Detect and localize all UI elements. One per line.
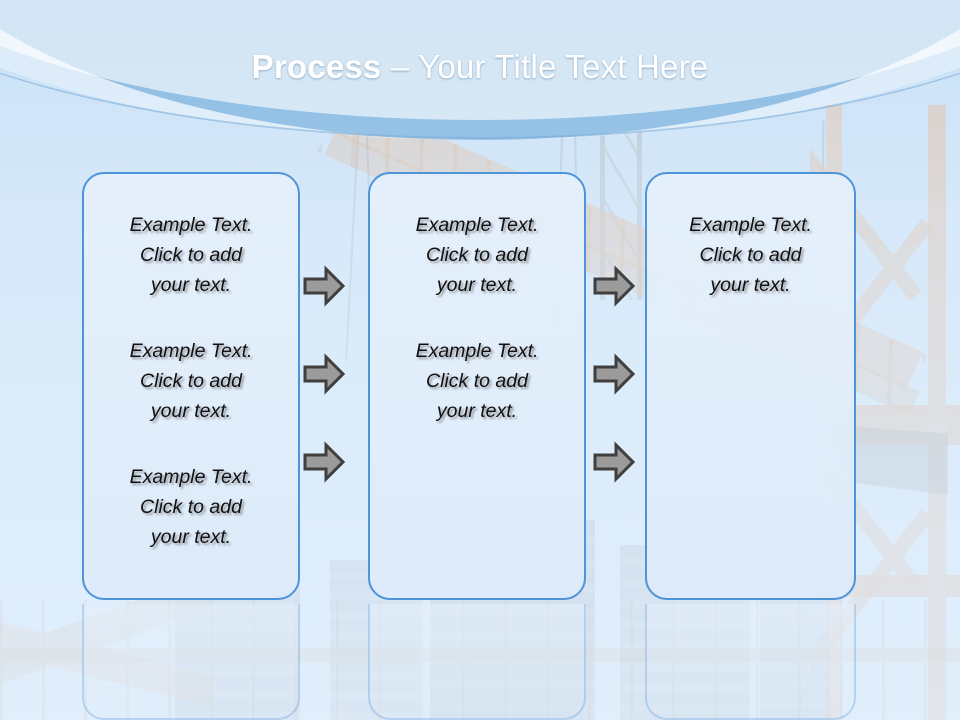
text-block[interactable]: Example Text. Click to add your text.	[647, 210, 854, 300]
text-line: Example Text.	[129, 466, 253, 488]
arrow-right-icon	[302, 440, 346, 484]
text-line: Example Text.	[129, 214, 253, 236]
text-line: your text.	[710, 274, 791, 296]
slide-title-strong: Process	[251, 48, 382, 85]
text-line: Click to add	[140, 370, 242, 392]
arrow-right-icon	[592, 440, 636, 484]
text-line: Example Text.	[129, 340, 253, 362]
process-box-reflection-2	[368, 604, 586, 720]
process-box-3[interactable]: Example Text. Click to add your text.	[645, 172, 856, 600]
text-line: Click to add	[140, 244, 242, 266]
header-swoosh-stroke	[0, 0, 960, 139]
text-line: Click to add	[426, 244, 528, 266]
process-box-2[interactable]: Example Text. Click to add your text. Ex…	[368, 172, 586, 600]
slide-title: Process – Your Title Text Here	[0, 46, 960, 88]
text-block[interactable]: Example Text. Click to add your text.	[84, 336, 298, 426]
arrow-right-icon	[302, 264, 346, 308]
arrow-right-icon	[592, 352, 636, 396]
text-block[interactable]: Example Text. Click to add your text.	[370, 210, 584, 300]
text-block[interactable]: Example Text. Click to add your text.	[370, 336, 584, 426]
text-line: Example Text.	[415, 340, 539, 362]
text-line: your text.	[150, 400, 232, 422]
slide-title-rest: – Your Title Text Here	[381, 48, 709, 85]
text-line: Example Text.	[689, 214, 812, 236]
text-block[interactable]: Example Text. Click to add your text.	[84, 210, 298, 300]
process-box-reflection-3	[645, 604, 856, 720]
arrow-right-icon	[592, 264, 636, 308]
text-line: Click to add	[699, 244, 802, 266]
text-line: your text.	[436, 400, 518, 422]
text-line: your text.	[436, 274, 518, 296]
arrow-right-icon	[302, 352, 346, 396]
text-line: your text.	[150, 526, 232, 548]
text-line: Click to add	[140, 496, 242, 518]
process-box-reflection-1	[82, 604, 300, 720]
process-box-1[interactable]: Example Text. Click to add your text. Ex…	[82, 172, 300, 600]
header-band	[0, 0, 960, 175]
text-block[interactable]: Example Text. Click to add your text.	[84, 462, 298, 552]
text-line: your text.	[150, 274, 232, 296]
text-line: Click to add	[426, 370, 528, 392]
text-line: Example Text.	[415, 214, 539, 236]
